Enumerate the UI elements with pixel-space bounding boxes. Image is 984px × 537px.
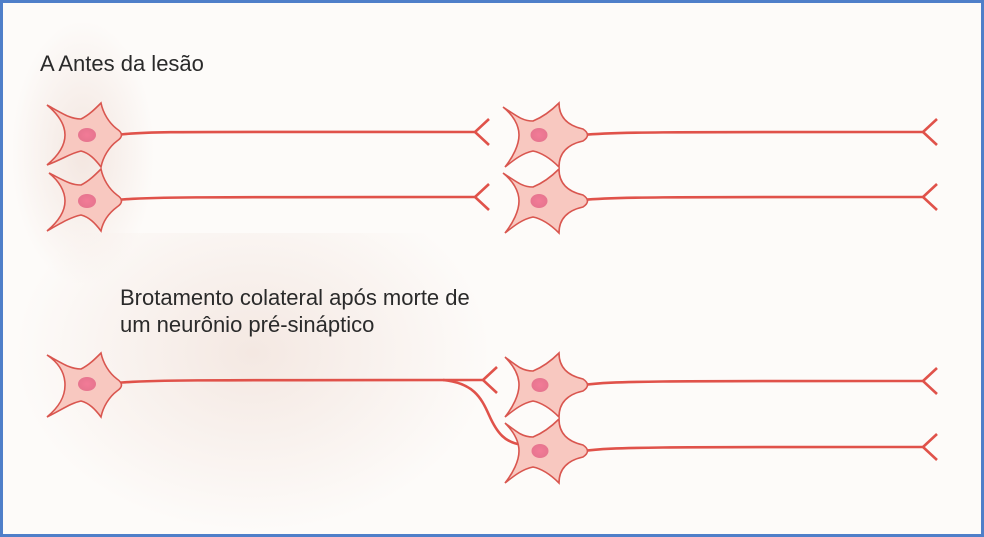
- nucleus: [530, 128, 548, 142]
- nucleus: [530, 194, 548, 208]
- neuron-b2-right: [504, 417, 938, 485]
- axon-terminal: [481, 366, 498, 394]
- axon-terminal: [921, 367, 938, 395]
- axon-terminal: [473, 118, 490, 146]
- axon-terminal: [473, 183, 490, 211]
- axon: [116, 378, 484, 385]
- nucleus: [78, 194, 96, 208]
- nucleus: [78, 128, 96, 142]
- nucleus: [531, 444, 549, 458]
- neuron-a1-right: [502, 101, 938, 169]
- neuron-a2-left: [46, 167, 490, 233]
- neuron-a1-left: [46, 101, 490, 169]
- axon: [116, 195, 476, 202]
- neuron-b1-right: [504, 351, 938, 419]
- neuron-diagram: [46, 101, 938, 485]
- axon: [116, 130, 476, 137]
- neuron-a2-right: [502, 167, 938, 235]
- section-b-title-line1: Brotamento colateral após morte de: [120, 285, 470, 310]
- collateral-sprout: [442, 378, 524, 447]
- axon-terminal: [921, 433, 938, 461]
- section-a-title: A Antes da lesão: [40, 51, 204, 76]
- axon: [582, 130, 924, 137]
- axon-terminal: [921, 183, 938, 211]
- axon: [582, 445, 924, 453]
- nucleus: [531, 378, 549, 392]
- section-b-title: Brotamento colateral após morte de um ne…: [120, 284, 680, 338]
- axon: [582, 379, 924, 387]
- neuron-b1-left: [46, 351, 524, 447]
- section-b-title-line2: um neurônio pré-sináptico: [120, 312, 375, 337]
- axon: [582, 195, 924, 202]
- nucleus: [78, 377, 96, 391]
- axon-terminal: [921, 118, 938, 146]
